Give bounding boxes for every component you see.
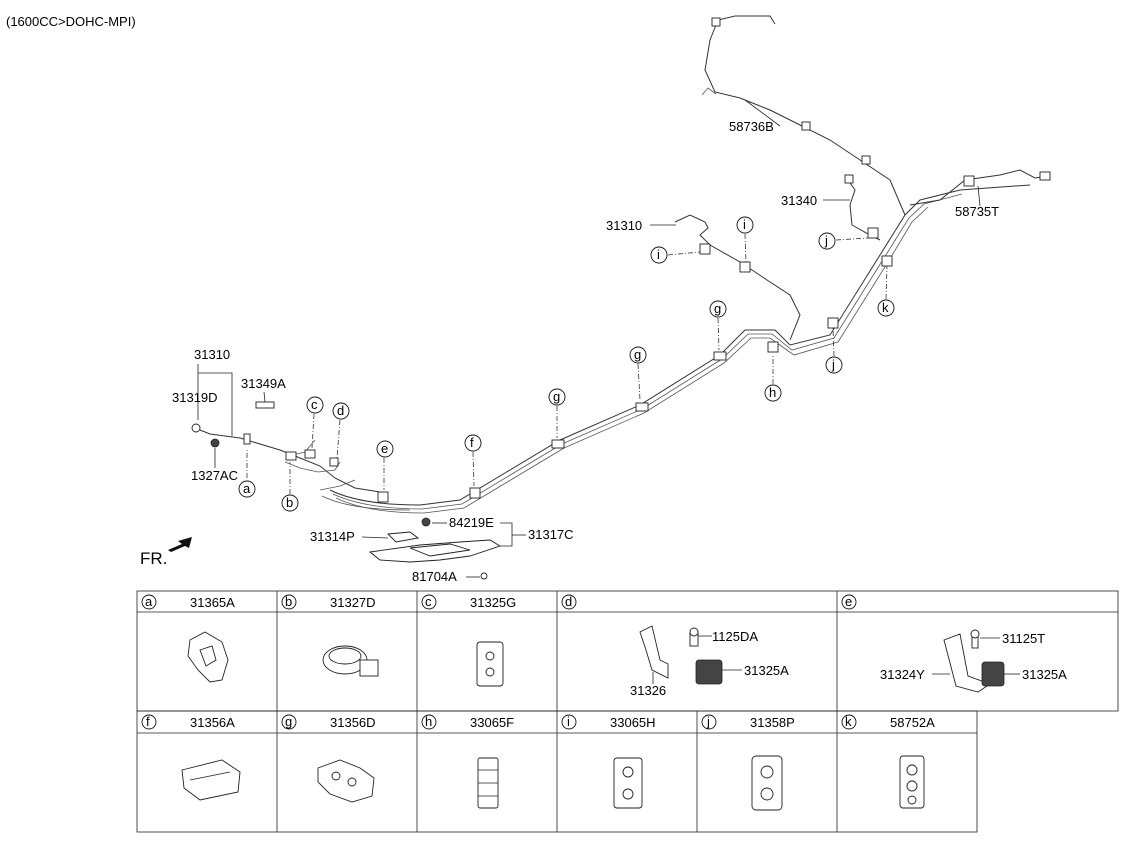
cell-j: j 31358P — [701, 714, 795, 811]
callout-31310-upper: 31310 — [606, 218, 642, 233]
marker-d — [332, 402, 350, 420]
part-callouts: 58736B 58735T 31340 31310 31310 31319D 3… — [172, 99, 999, 584]
marker-e — [376, 440, 394, 458]
marker-b-letter: b — [286, 495, 293, 510]
marker-j-2 — [825, 356, 843, 374]
cell-b-part: 31327D — [330, 595, 376, 610]
callout-58736B: 58736B — [729, 119, 774, 134]
clip-markers: a b c d e f g g g h — [238, 216, 895, 512]
marker-d-letter: d — [337, 403, 344, 418]
parts-table: a 31365A b 31327D c 31325G d — [136, 590, 1119, 833]
cell-h: h 33065F — [421, 714, 514, 809]
callout-1327AC: 1327AC — [191, 468, 238, 483]
callout-31314P: 31314P — [310, 529, 355, 544]
front-arrow-icon — [168, 537, 192, 552]
cell-e-bolt-label: 31125T — [1002, 631, 1045, 646]
marker-a-letter: a — [243, 481, 251, 496]
marker-i-2 — [736, 216, 754, 234]
marker-h-letter: h — [769, 385, 776, 400]
cell-a: a 31365A — [141, 594, 235, 683]
callout-31310-lower: 31310 — [194, 347, 230, 362]
marker-f-letter: f — [470, 435, 474, 450]
callout-31340: 31340 — [781, 193, 817, 208]
marker-h — [764, 384, 782, 402]
marker-a — [238, 480, 256, 498]
cell-f-part: 31356A — [190, 715, 235, 730]
cell-g-part: 31356D — [330, 715, 376, 730]
front-direction-marker: FR. — [140, 537, 192, 568]
cell-d: d 1125DA 31325A 31326 — [561, 594, 789, 698]
marker-j-1-letter: j — [824, 233, 828, 248]
cell-k-part: 58752A — [890, 715, 935, 730]
cell-g: g 31356D — [281, 714, 376, 803]
cell-a-letter: a — [145, 594, 153, 609]
cell-i-part: 33065H — [610, 715, 656, 730]
cell-d-clip-label: 31325A — [744, 663, 789, 678]
cell-a-part: 31365A — [190, 595, 235, 610]
cell-i-letter: i — [567, 714, 570, 729]
marker-b — [281, 494, 299, 512]
bundle-clips — [191, 17, 1051, 503]
marker-j-1 — [818, 232, 836, 250]
marker-g-2 — [629, 346, 647, 364]
front-label: FR. — [140, 549, 167, 568]
marker-i-1-letter: i — [657, 247, 660, 262]
marker-k — [877, 299, 895, 317]
cell-k: k 58752A — [841, 714, 935, 809]
cell-d-bolt-label: 1125DA — [712, 629, 758, 644]
cell-d-bracket-label: 31326 — [630, 683, 666, 698]
cell-e-letter: e — [845, 594, 852, 609]
marker-j-2-letter: j — [831, 357, 835, 372]
cell-f: f 31356A — [141, 714, 241, 801]
marker-e-letter: e — [381, 441, 388, 456]
callout-31317C: 31317C — [528, 527, 574, 542]
marker-g-3-letter: g — [714, 301, 721, 316]
callout-31319D: 31319D — [172, 390, 218, 405]
cell-h-part: 33065F — [470, 715, 514, 730]
cell-j-part: 31358P — [750, 715, 795, 730]
callout-84219E: 84219E — [449, 515, 494, 530]
cell-c-part: 31325G — [470, 595, 516, 610]
cell-e: e 31125T 31325A 31324Y — [841, 594, 1067, 693]
splash-shields — [368, 517, 502, 580]
cell-c-letter: c — [425, 594, 432, 609]
callout-31349A: 31349A — [241, 376, 286, 391]
marker-c — [306, 396, 324, 414]
marker-g-1-letter: g — [553, 389, 560, 404]
pipe-bundle — [199, 15, 1049, 514]
callout-81704A: 81704A — [412, 569, 457, 584]
cell-e-clip-label: 31325A — [1022, 667, 1067, 682]
cell-f-letter: f — [146, 714, 150, 729]
marker-i-1 — [650, 246, 668, 264]
cell-k-letter: k — [845, 714, 852, 729]
marker-i-2-letter: i — [743, 217, 746, 232]
cell-e-bracket-label: 31324Y — [880, 667, 925, 682]
cell-h-letter: h — [425, 714, 432, 729]
marker-k-letter: k — [882, 300, 889, 315]
cell-g-letter: g — [285, 714, 292, 729]
marker-g-3 — [709, 300, 727, 318]
cell-b-letter: b — [285, 594, 292, 609]
cell-j-letter: j — [706, 714, 710, 729]
marker-g-2-letter: g — [634, 347, 641, 362]
cell-c: c 31325G — [421, 594, 516, 687]
marker-f — [464, 434, 482, 452]
marker-g-1 — [548, 388, 566, 406]
engine-spec-label: (1600CC>DOHC-MPI) — [6, 14, 136, 29]
marker-c-letter: c — [311, 397, 318, 412]
cell-b: b 31327D — [281, 594, 379, 677]
callout-58735T: 58735T — [955, 204, 999, 219]
cell-i: i 33065H — [561, 714, 656, 809]
cell-d-letter: d — [565, 594, 572, 609]
